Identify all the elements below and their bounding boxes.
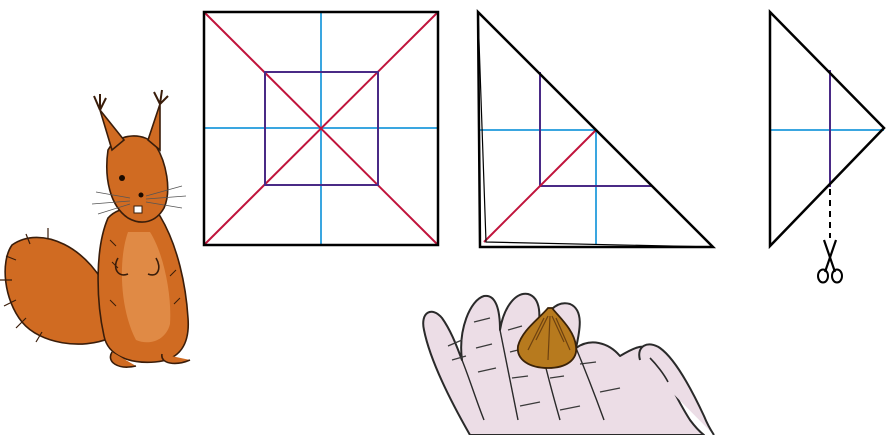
squirrel-paws	[114, 257, 160, 276]
hazelnut-stripes	[527, 315, 571, 361]
hand-finger-lines	[461, 329, 605, 421]
square-inner-square	[264, 71, 379, 186]
squirrel-left-ear	[99, 109, 126, 152]
squirrel-feet	[109, 351, 191, 368]
squirrel-belly	[121, 232, 171, 343]
squirrel-eye	[119, 175, 125, 181]
step-folded-triangle	[476, 8, 717, 249]
hand-illustration	[422, 292, 715, 435]
hazelnut	[517, 307, 578, 369]
squirrel-ear-tufts	[93, 89, 169, 111]
scissors-icon	[817, 239, 843, 284]
triangle-diagonal	[483, 129, 597, 243]
square-diagonal-2	[203, 11, 439, 246]
triangle-outline	[476, 8, 717, 249]
small-triangle-outline	[768, 8, 886, 250]
triangle-fold-edge	[477, 11, 714, 248]
squirrel-nose	[138, 192, 144, 198]
thumb-nail	[649, 357, 669, 383]
squirrel-right-ear	[147, 103, 161, 152]
hazelnut-body	[517, 307, 578, 369]
squirrel-fur-lines	[109, 239, 181, 307]
squirrel-tail-fur	[0, 228, 49, 343]
squirrel-tail	[4, 236, 113, 345]
square-outline	[202, 10, 440, 247]
step-square-sheet	[202, 10, 440, 247]
squirrel-illustration	[0, 89, 191, 368]
step-folded-small-triangle	[768, 8, 886, 250]
squirrel-whiskers	[91, 185, 187, 215]
squirrel-teeth	[133, 205, 143, 214]
